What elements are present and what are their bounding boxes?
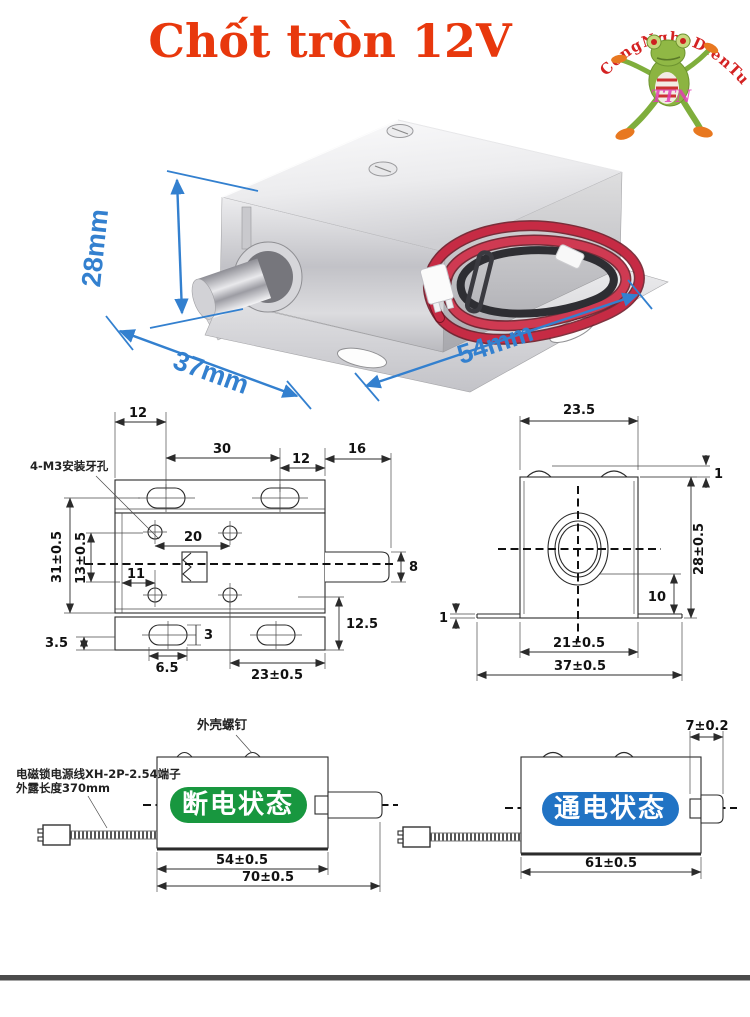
- bottom-bar: [0, 975, 750, 981]
- dim-slot-to-edge: 12: [292, 452, 310, 467]
- dim-slot-w: 6.5: [155, 661, 178, 676]
- on-badge: [542, 792, 679, 826]
- top-screws: [368, 124, 414, 177]
- dim-hole-offset: 11: [127, 567, 145, 582]
- dim-side-h: 12.5: [346, 617, 378, 632]
- product-photo: 28mm 37mm 54mm: [76, 119, 669, 410]
- dim-body-height: 31±0.5: [50, 531, 65, 583]
- logo-frog: [611, 33, 719, 140]
- side-view-drawing: 23.5 1 28±0.5 10 1 21±0.5 37±0.5: [439, 403, 723, 681]
- plunger-photo: [191, 241, 303, 320]
- dim-bottom-span: 23±0.5: [251, 668, 303, 683]
- wire-label-2: 外露长度370mm: [15, 781, 110, 795]
- dim-top-width: 23.5: [563, 403, 595, 418]
- state-off-diagram: 外壳螺钉 电磁锁电源线XH-2P-2.54端子 外露长度370mm 断电状态 5…: [15, 717, 398, 892]
- logo-watermark: TTN: [651, 87, 693, 107]
- dim-center-base: 10: [648, 590, 666, 605]
- off-dim-total: 70±0.5: [242, 870, 294, 885]
- page-title: Chốt tròn 12V: [148, 14, 512, 68]
- brand-logo: CongNgheDienTu TTN: [596, 28, 750, 140]
- wire-sleeve: [555, 244, 585, 269]
- wire-label-1: 电磁锁电源线XH-2P-2.54端子: [16, 767, 181, 781]
- dim-inner-width: 21±0.5: [553, 636, 605, 651]
- top-flange: [114, 479, 326, 514]
- on-dim-stroke: 7±0.2: [686, 719, 729, 734]
- dim-edge-to-slot: 12: [129, 406, 147, 421]
- dim-plunger-len: 16: [348, 442, 366, 457]
- edge-highlight: [221, 119, 399, 198]
- photo-dim-width: 37mm: [169, 345, 253, 400]
- front-view-drawing: 12 30 12 16 20 11 8 31±0.5 13±0.5 3.5: [30, 406, 418, 683]
- on-connector: [402, 826, 431, 848]
- on-plunger: [700, 794, 724, 824]
- photo-dim-height: 28mm: [76, 208, 114, 289]
- off-connector: [42, 824, 71, 846]
- plunger-side: [325, 551, 390, 583]
- dim-base-gap: 3.5: [45, 636, 68, 651]
- dim-hole-span: 20: [184, 530, 202, 545]
- dim-screw-h: 1: [714, 467, 723, 482]
- state-on-diagram: 通电状态 7±0.2 61±0.5: [397, 719, 737, 879]
- on-badge-label: 通电状态: [554, 793, 666, 824]
- dim-total-width: 37±0.5: [554, 659, 606, 674]
- off-badge: [170, 787, 307, 823]
- screw-label: 外壳螺钉: [196, 717, 248, 732]
- dim-height: 28±0.5: [692, 523, 707, 575]
- on-dim-body: 61±0.5: [585, 856, 637, 871]
- off-plunger: [327, 791, 383, 819]
- edge-highlight: [397, 119, 623, 173]
- mount-label: 4-M3安装牙孔: [30, 459, 109, 473]
- bottom-flange: [114, 616, 326, 651]
- body-outline: [114, 512, 326, 614]
- off-badge-label: 断电状态: [182, 789, 294, 820]
- dim-slot-h: 3: [204, 628, 213, 643]
- dim-flange-t: 1: [439, 611, 448, 626]
- dim-slot-span: 30: [213, 442, 231, 457]
- case-tab: [241, 206, 252, 250]
- dim-plunger-dia: 8: [409, 560, 418, 575]
- off-dim-body: 54±0.5: [216, 853, 268, 868]
- spring-block: [181, 551, 208, 583]
- dim-hole-height: 13±0.5: [74, 532, 89, 584]
- side-body: [519, 476, 639, 619]
